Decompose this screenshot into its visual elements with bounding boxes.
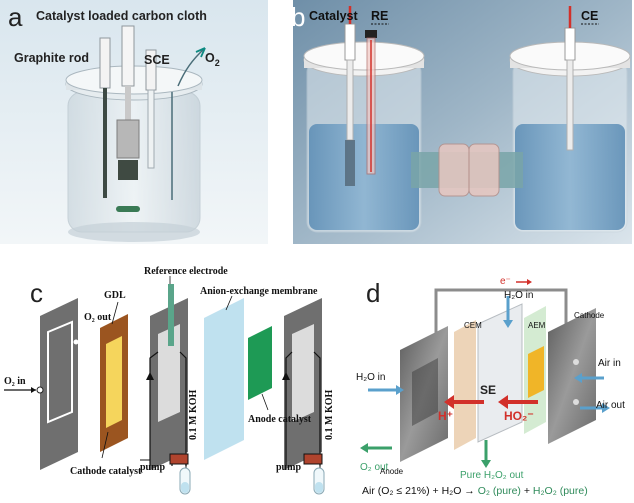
pump-label-2: pump (276, 462, 301, 473)
panel-a-illustration: a Catalyst loaded carbon cloth Graphite … (0, 0, 268, 244)
panel-c-letter: c (30, 278, 43, 308)
anion-exchange-membrane (204, 298, 244, 460)
h2o-in-left-label: H₂O in (356, 372, 385, 383)
counter-electrode (566, 59, 574, 151)
stir-bar (116, 206, 140, 212)
pump-label-1: pump (140, 462, 165, 473)
ce-label: CE (581, 9, 598, 23)
panel-d-illustration: d e⁻ H₂O in Cathode CEM AEM H₂O in Air i… (352, 262, 634, 498)
o2-arrow-icon (195, 47, 206, 58)
graphite-rod-holder (99, 37, 111, 89)
reaction-equation: Air (O₂ ≤ 21%) + H₂O → O₂ (pure) + H₂O₂ … (362, 485, 588, 497)
membrane-label: Anion-exchange membrane (200, 286, 318, 297)
reference-electrode-tube (168, 284, 174, 346)
air-out-label: Air out (596, 400, 625, 411)
bridge-clamp-left (438, 143, 470, 197)
panel-d: d e⁻ H₂O in Cathode CEM AEM H₂O in Air i… (352, 262, 634, 498)
catalyst-electrode-holder (344, 23, 356, 61)
cathode-window (47, 320, 73, 424)
cathode-catalyst-layer (106, 336, 122, 428)
cathode-catalyst-label: Cathode catalyst (70, 466, 142, 477)
gdl-label: GDL (104, 290, 126, 301)
cem-label: CEM (464, 321, 482, 330)
air-in-label: Air in (598, 358, 621, 369)
panel-a: a Catalyst loaded carbon cloth Graphite … (0, 0, 268, 244)
o2-tube (177, 47, 206, 87)
bridge-clamp-right (468, 143, 500, 197)
o2-label: O2 (205, 51, 220, 68)
counter-electrode-holder (564, 27, 576, 61)
sce-electrode (147, 89, 155, 169)
catalyst-carbon-cloth-label: Catalyst loaded carbon cloth (36, 9, 207, 23)
pump-1-body (169, 453, 189, 465)
koh-label-2: 0.1 M KOH (324, 390, 335, 440)
aem-label: AEM (528, 321, 546, 330)
pump-2-body (303, 453, 323, 465)
carbon-cloth (118, 160, 138, 180)
panel-a-letter: a (8, 2, 23, 32)
graphite-rod (103, 88, 107, 198)
h2o-in-top-label: H₂O in (504, 290, 533, 301)
o2-out-label: O₂ out (360, 462, 389, 473)
cathode-label: Cathode (574, 311, 605, 320)
electron-label: e⁻ (500, 276, 511, 287)
koh-label-1: 0.1 M KOH (188, 390, 199, 440)
anode-label: Anode (380, 467, 404, 476)
panel-c-illustration: c GDL O₂ out O₂ in Reference electrode A… (0, 262, 344, 498)
sce-label: SCE (144, 53, 170, 67)
panel-b-illustration: b Catalyst RE CE (291, 0, 632, 244)
se-label: SE (480, 383, 496, 397)
cathode-end-plate (40, 298, 78, 470)
cem-membrane (454, 320, 476, 450)
panel-c: c GDL O₂ out O₂ in Reference electrode A… (0, 262, 344, 498)
o2-out-label: O₂ out (84, 312, 112, 323)
panel-b: b Catalyst RE CE (291, 0, 632, 244)
right-cell-electrolyte (515, 124, 625, 230)
middle-chamber-window (158, 324, 180, 422)
o2-in-label: O₂ in (4, 376, 26, 387)
panel-d-letter: d (366, 278, 380, 308)
catalyst-label: Catalyst (309, 9, 358, 23)
working-electrode-holder (121, 25, 135, 87)
anode-catalyst-layer (248, 326, 272, 400)
cathode-catalyst-layer (528, 346, 544, 398)
panel-b-letter: b (293, 2, 305, 32)
proton-label: H⁺ (438, 409, 453, 423)
left-cell-electrolyte (309, 124, 419, 230)
pure-h2o2-out-label: Pure H₂O₂ out (460, 470, 524, 481)
cathode-plate (548, 308, 596, 444)
graphite-rod-label: Graphite rod (14, 51, 89, 65)
ho2-label: HO₂⁻ (504, 409, 534, 423)
external-wire (434, 288, 568, 340)
reference-electrode-label: Reference electrode (144, 266, 228, 277)
anode-catalyst-label: Anode catalyst (248, 414, 312, 425)
re-label: RE (371, 9, 388, 23)
